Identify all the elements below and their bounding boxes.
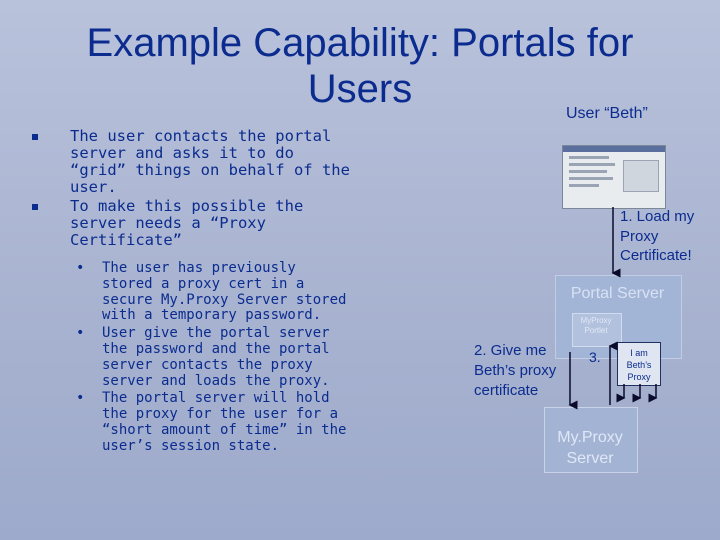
load-proxy-label: 1. Load my Proxy Certificate! bbox=[620, 208, 695, 264]
square-bullet-icon bbox=[32, 204, 38, 210]
browser-screenshot-thumbnail bbox=[562, 145, 666, 209]
beth-proxy-label: I am Beth’s Proxy bbox=[626, 348, 652, 382]
bullet-text: The user contacts the portal server and … bbox=[70, 127, 350, 196]
user-beth-label: User “Beth” bbox=[566, 105, 648, 122]
sub-bullet-item: • The portal server will hold the proxy … bbox=[72, 390, 352, 454]
myproxy-portlet-label: MyProxy Portlet bbox=[580, 316, 612, 335]
step-three-label: 3. bbox=[589, 349, 601, 365]
myproxy-server-label: My.Proxy Server bbox=[557, 429, 623, 467]
beth-proxy-box bbox=[617, 342, 661, 386]
bullet-item: To make this possible the server needs a… bbox=[32, 198, 352, 249]
bullet-item: The user contacts the portal server and … bbox=[32, 128, 352, 196]
myproxy-server-box bbox=[544, 407, 638, 473]
myproxy-portlet-box bbox=[572, 313, 622, 347]
sub-bullet-item: • User give the portal server the passwo… bbox=[72, 325, 352, 389]
round-bullet-icon: • bbox=[76, 325, 85, 342]
sub-bullet-item: • The user has previously stored a proxy… bbox=[72, 260, 352, 324]
portal-server-label: Portal Server bbox=[570, 285, 665, 302]
sub-bullet-list: • The user has previously stored a proxy… bbox=[72, 260, 352, 455]
sub-bullet-text: The user has previously stored a proxy c… bbox=[102, 260, 347, 324]
give-proxy-label: 2. Give me Beth’s proxy certificate bbox=[474, 342, 557, 399]
round-bullet-icon: • bbox=[76, 260, 85, 276]
bullet-text: To make this possible the server needs a… bbox=[70, 197, 304, 249]
round-bullet-icon: • bbox=[76, 390, 85, 407]
bullet-list: The user contacts the portal server and … bbox=[32, 128, 352, 457]
sub-bullet-text: User give the portal server the password… bbox=[102, 325, 330, 389]
slide-title: Example Capability: Portals for Users bbox=[86, 21, 634, 111]
sub-bullet-text: The portal server will hold the proxy fo… bbox=[102, 390, 347, 454]
square-bullet-icon bbox=[32, 134, 38, 140]
